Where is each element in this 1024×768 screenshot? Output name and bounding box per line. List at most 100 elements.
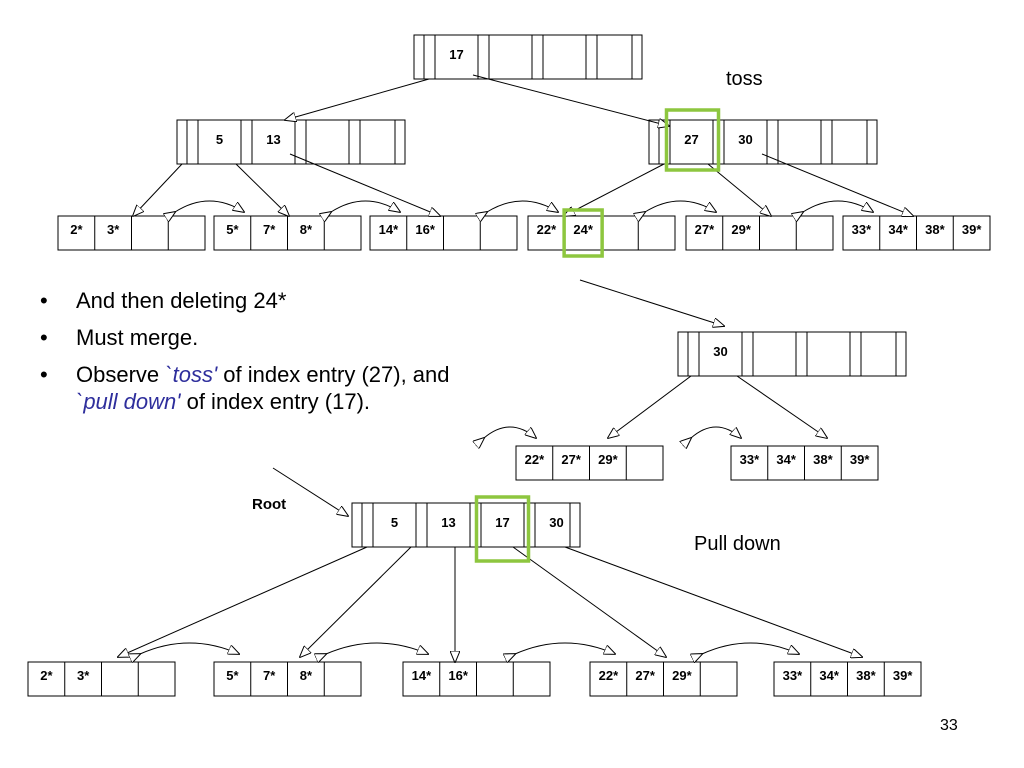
intermediate-inner-node xyxy=(677,331,907,377)
node-frame xyxy=(677,331,907,377)
index-key: 17 xyxy=(495,515,509,530)
data-entry: 2* xyxy=(70,222,83,237)
index-key: 17 xyxy=(449,47,463,62)
data-entry: 7* xyxy=(263,222,276,237)
data-entry: 8* xyxy=(300,668,313,683)
data-entry: 27* xyxy=(695,222,715,237)
bullet-text: Must merge. xyxy=(76,325,199,350)
root-node xyxy=(413,34,643,80)
child-pointer-arrow xyxy=(118,546,368,657)
child-pointer-arrow xyxy=(564,163,665,216)
child-pointer-arrow xyxy=(272,467,348,516)
child-pointer-arrow xyxy=(235,163,289,216)
sibling-pointer xyxy=(175,200,244,212)
sibling-pointer xyxy=(645,200,716,212)
child-pointer-arrow xyxy=(300,546,412,657)
toss-emphasis: `toss' xyxy=(165,362,218,387)
bullet-item: Must merge. xyxy=(40,324,460,351)
child-pointer-arrow xyxy=(736,375,827,438)
data-entry: 14* xyxy=(412,668,432,683)
data-entry: 39* xyxy=(962,222,982,237)
leaf-node xyxy=(773,661,922,697)
data-entry: 3* xyxy=(107,222,120,237)
data-entry: 5* xyxy=(226,222,239,237)
bullet-list: And then deleting 24* Must merge. Observ… xyxy=(40,287,460,425)
child-pointer-arrow xyxy=(512,546,666,657)
leaf-node xyxy=(213,661,362,697)
data-entry: 24* xyxy=(573,222,593,237)
index-key: 13 xyxy=(441,515,455,530)
bullet-item: And then deleting 24* xyxy=(40,287,460,314)
child-pointer-arrow xyxy=(579,279,724,326)
data-entry: 39* xyxy=(850,452,870,467)
child-pointer-arrow xyxy=(472,74,669,126)
data-entry: 34* xyxy=(888,222,908,237)
data-entry: 34* xyxy=(819,668,839,683)
node-frame xyxy=(351,502,581,548)
leaf-node xyxy=(730,445,879,481)
data-entry: 2* xyxy=(40,668,53,683)
child-pointer-arrow xyxy=(608,375,692,438)
bullet-text: Observe xyxy=(76,362,166,387)
node-frame xyxy=(648,119,878,165)
index-key: 5 xyxy=(391,515,398,530)
data-entry: 16* xyxy=(415,222,435,237)
leaf-node xyxy=(515,445,664,481)
sibling-pointer xyxy=(487,200,558,212)
index-key: 27 xyxy=(684,132,698,147)
data-entry: 29* xyxy=(731,222,751,237)
data-entry: 14* xyxy=(379,222,399,237)
bullet-text: And then deleting 24* xyxy=(76,288,287,313)
child-pointer-arrow xyxy=(133,163,183,216)
data-entry: 29* xyxy=(672,668,692,683)
highlight-boxes xyxy=(474,108,721,563)
highlight-box xyxy=(474,495,531,563)
sibling-pointer xyxy=(331,200,400,212)
data-entry: 38* xyxy=(925,222,945,237)
inner-node-right xyxy=(648,119,878,165)
toss-label: toss xyxy=(726,68,763,90)
sibling-pointer xyxy=(515,642,615,654)
index-key: 13 xyxy=(266,132,280,147)
pull-down-label: Pull down xyxy=(694,533,781,555)
data-entry: 22* xyxy=(525,452,545,467)
data-entry: 22* xyxy=(599,668,619,683)
bullet-text: of index entry (27), and xyxy=(217,362,450,387)
page-number: 33 xyxy=(940,717,958,734)
data-entry: 8* xyxy=(300,222,313,237)
child-pointer-arrow xyxy=(564,546,862,657)
tree-keys: 17 5 13 27 30 2* 3* 5* 7* 8* 14* 16* 22* 24* 27* 29* 33*… xyxy=(40,47,982,683)
sibling-pointer xyxy=(803,200,873,212)
data-entry: 3* xyxy=(77,668,90,683)
child-pointer-arrow xyxy=(761,153,913,216)
data-entry: 22* xyxy=(537,222,557,237)
data-entry: 7* xyxy=(263,668,276,683)
data-entry: 34* xyxy=(776,452,796,467)
data-entry: 5* xyxy=(226,668,239,683)
inner-node-left xyxy=(176,119,406,165)
data-entry: 39* xyxy=(893,668,913,683)
sibling-pointer xyxy=(326,642,428,654)
child-pointer-arrow xyxy=(707,163,771,216)
data-entry: 27* xyxy=(561,452,581,467)
data-entry: 33* xyxy=(852,222,872,237)
leaf-node xyxy=(402,661,551,697)
data-entry: 33* xyxy=(783,668,803,683)
data-entry: 29* xyxy=(598,452,618,467)
data-entry: 38* xyxy=(856,668,876,683)
node-frame xyxy=(413,34,643,80)
node-frame xyxy=(176,119,406,165)
data-entry: 33* xyxy=(740,452,760,467)
sibling-pointer xyxy=(140,642,239,654)
child-pointer-arrow xyxy=(289,153,440,216)
highlight-box xyxy=(562,208,604,258)
sibling-pointer xyxy=(691,426,741,438)
bullet-text: of index entry (17). xyxy=(180,389,371,414)
tree-arrows xyxy=(118,74,913,662)
leaf-node xyxy=(27,661,176,697)
data-entry: 16* xyxy=(448,668,468,683)
leaf-node xyxy=(589,661,738,697)
index-key: 30 xyxy=(713,344,727,359)
sibling-pointer xyxy=(702,642,799,654)
